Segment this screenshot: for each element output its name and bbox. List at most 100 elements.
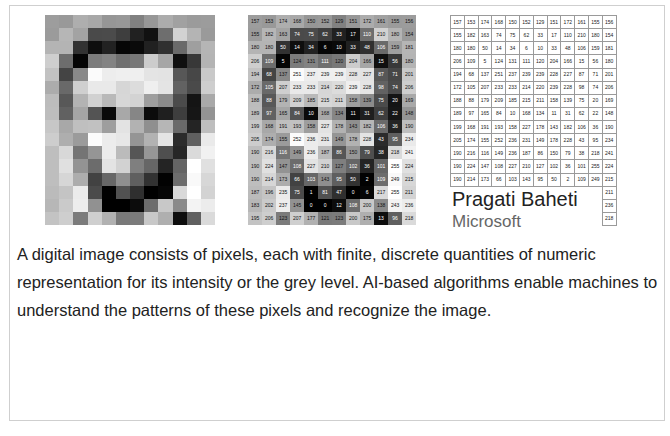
pixel-cell: 158 (346, 94, 360, 107)
pixel-cell: 181 (402, 41, 416, 54)
pixel (158, 199, 172, 212)
pixel (130, 81, 144, 94)
pixel (88, 146, 102, 159)
pixel-cell: 33 (533, 28, 548, 42)
pixel-cell: 75 (574, 94, 589, 108)
pixel-cell: 75 (290, 186, 304, 199)
pixel (45, 133, 59, 146)
pixel-cell: 62 (374, 107, 388, 120)
pixel-cell: 228 (547, 68, 562, 82)
pixel-cell: 168 (491, 15, 506, 29)
pixel-value: 123 (335, 216, 343, 221)
pixel-value: 179 (279, 98, 287, 103)
pixel-cell: 155 (388, 15, 402, 28)
pixel-value: 228 (363, 137, 371, 142)
pixel-value: 79 (364, 150, 370, 155)
pixel-cell: 210 (519, 159, 534, 173)
pixel-value: 182 (564, 125, 572, 130)
pixel-value: 159 (391, 45, 399, 50)
pixel-value: 33 (336, 32, 342, 37)
pixel-value: 206 (251, 59, 259, 64)
pixel-cell: 188 (450, 94, 465, 108)
pixel (73, 212, 87, 225)
pixel (102, 120, 116, 133)
pixel (130, 133, 144, 146)
pixel-cell: 234 (602, 133, 617, 147)
pixel-value: 157 (453, 20, 461, 25)
pixel (187, 15, 201, 28)
pixel-cell: 36 (588, 120, 603, 134)
pixel-cell: 74 (388, 81, 402, 94)
pixel-cell: 163 (478, 28, 493, 42)
pixel-value: 120 (335, 59, 343, 64)
pixel-cell: 106 (574, 41, 589, 55)
pixel-cell: 155 (248, 28, 262, 41)
pixel-cell: 36 (388, 120, 402, 133)
pixel-value: 227 (363, 72, 371, 77)
pixel-cell: 50 (547, 173, 562, 187)
pixel-value: 187 (522, 151, 530, 156)
pixel-cell: 187 (248, 186, 262, 199)
pixel-cell: 224 (402, 159, 416, 172)
pixel-cell: 139 (560, 94, 575, 108)
pixel-value: 96 (392, 216, 398, 221)
pixel-cell: 143 (318, 173, 332, 186)
pixel (187, 212, 201, 225)
pixel-value: 148 (405, 111, 413, 116)
pixel-value: 190 (605, 125, 613, 130)
pixel-cell: 153 (262, 15, 276, 28)
pixel-value: 180 (591, 33, 599, 38)
pixel-value: 150 (508, 20, 516, 25)
pixel-value: 121 (321, 216, 329, 221)
pixel-value: 87 (579, 72, 585, 77)
pixel-value: 137 (279, 72, 287, 77)
pixel-cell: 153 (464, 15, 479, 29)
pixel-value: 75 (294, 190, 300, 195)
pixel (88, 107, 102, 120)
pixel (88, 173, 102, 186)
pixel-value: 227 (564, 72, 572, 77)
pixel-cell: 79 (560, 146, 575, 160)
pixel-value: 103 (508, 177, 516, 182)
pixel-cell: 139 (360, 94, 374, 107)
pixel-value: 139 (363, 98, 371, 103)
pixel-cell: 103 (304, 173, 318, 186)
pixel-cell: 102 (346, 159, 360, 172)
pixel-cell: 168 (318, 107, 332, 120)
pixel-cell: 173 (478, 173, 493, 187)
pixel-cell: 155 (450, 28, 465, 42)
pixel-cell: 43 (374, 133, 388, 146)
pixel-cell: 172 (248, 81, 262, 94)
pixel-cell: 154 (402, 28, 416, 41)
pixel-cell: 174 (262, 133, 276, 146)
pixel-value: 108 (495, 164, 503, 169)
pixel-cell: 50 (346, 173, 360, 186)
pixel (201, 173, 215, 186)
pixel-cell: 165 (478, 107, 493, 121)
pixel-value: 234 (405, 137, 413, 142)
pixel-cell: 36 (360, 159, 374, 172)
pixel-value: 14 (294, 45, 300, 50)
pixel-value: 255 (391, 190, 399, 195)
pixel (59, 28, 73, 41)
pixel-cell: 0 (346, 186, 360, 199)
pixel-cell: 71 (388, 68, 402, 81)
pixel (116, 15, 130, 28)
pixel-value: 139 (564, 98, 572, 103)
pixel-value: 195 (251, 216, 259, 221)
pixel-cell: 33 (547, 41, 562, 55)
pixel-cell: 152 (318, 15, 332, 28)
pixel-value: 193 (495, 125, 503, 130)
pixel-value: 48 (565, 46, 571, 51)
caption: A digital image consists of pixels, each… (17, 240, 667, 324)
pixel-cell: 124 (290, 54, 304, 67)
pixel-value: 227 (321, 124, 329, 129)
pixel-cell: 105 (464, 81, 479, 95)
pixel-value: 224 (405, 164, 413, 169)
pixel-value: 34 (308, 45, 314, 50)
pixel (173, 133, 187, 146)
pixel-value: 175 (363, 216, 371, 221)
pixel-value: 190 (453, 177, 461, 182)
pixel-value: 168 (265, 124, 273, 129)
pixel-cell: 79 (360, 146, 374, 159)
